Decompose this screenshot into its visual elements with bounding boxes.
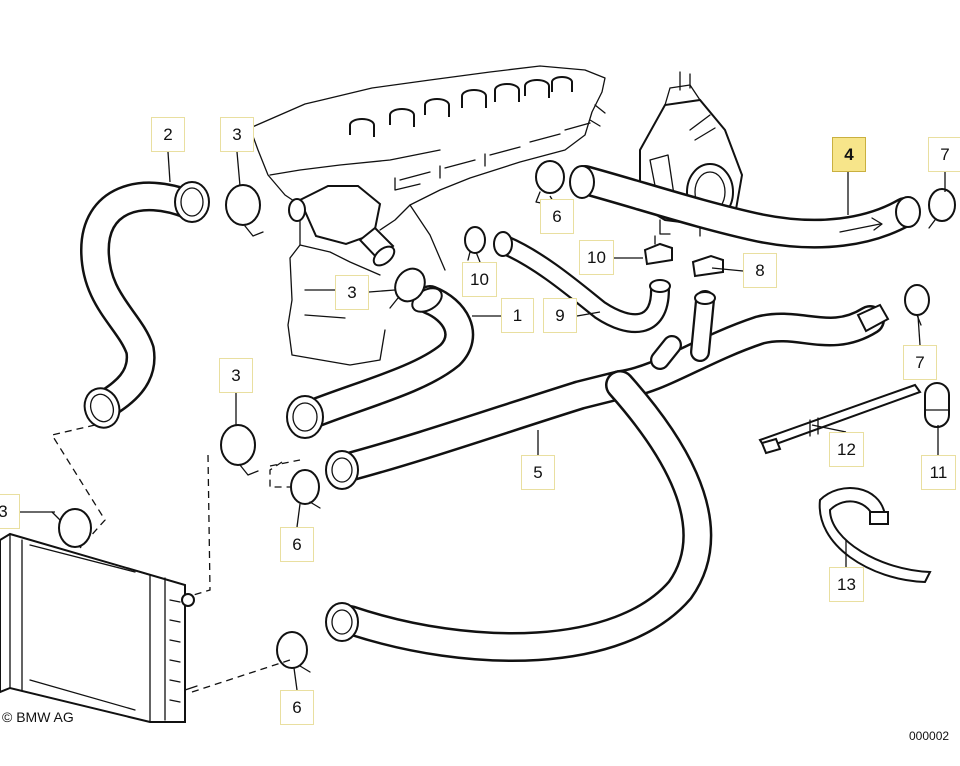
radiator	[0, 532, 198, 723]
callout-part-13[interactable]: 13	[829, 567, 864, 602]
hose-2	[80, 181, 210, 429]
clip-12	[758, 383, 922, 455]
callout-part-8[interactable]: 8	[743, 253, 777, 288]
callout-part-11[interactable]: 11	[921, 455, 956, 490]
callout-part-6[interactable]: 6	[540, 199, 574, 234]
clamp	[389, 267, 426, 309]
callout-part-6[interactable]: 6	[280, 690, 314, 725]
callout-part-5[interactable]: 5	[521, 455, 555, 490]
clamp	[643, 235, 673, 266]
clamp	[276, 631, 311, 673]
callout-part-9[interactable]: 9	[543, 298, 577, 333]
copyright-notice: © BMW AG	[2, 709, 74, 725]
callout-part-10[interactable]: 10	[579, 240, 614, 275]
callout-part-7[interactable]: 7	[928, 137, 960, 172]
clamp	[290, 469, 321, 509]
clamp	[904, 284, 930, 326]
hose-1	[286, 285, 475, 439]
hose-clamps	[51, 160, 956, 673]
leader-lines	[20, 151, 946, 691]
clamp-11	[924, 382, 950, 428]
callout-part-3[interactable]: 3	[0, 494, 20, 529]
callout-part-6[interactable]: 6	[280, 527, 314, 562]
callout-part-2[interactable]: 2	[151, 117, 185, 152]
callout-part-4-selected[interactable]: 4	[832, 137, 866, 172]
diagram-id: 000002	[909, 729, 950, 743]
callout-part-10[interactable]: 10	[462, 262, 497, 297]
cam-lobes	[349, 76, 573, 137]
hose-9	[493, 231, 671, 333]
engine-block	[249, 65, 606, 366]
dashed-lines	[50, 424, 301, 693]
callout-part-12[interactable]: 12	[829, 432, 864, 467]
callout-part-1[interactable]: 1	[501, 298, 534, 333]
clamp	[220, 424, 259, 476]
clamp	[464, 226, 486, 261]
callout-part-3[interactable]: 3	[335, 275, 369, 310]
callout-part-3[interactable]: 3	[220, 117, 254, 152]
callout-part-7[interactable]: 7	[903, 345, 937, 380]
clamp	[535, 160, 565, 205]
callout-part-3[interactable]: 3	[219, 358, 253, 393]
clamp	[51, 508, 92, 548]
hose-4	[569, 165, 921, 249]
clamp	[691, 254, 724, 278]
hose-5	[325, 290, 890, 662]
thermostat-housing	[288, 185, 396, 267]
strap-13	[818, 487, 932, 584]
clamp	[225, 184, 264, 237]
clamp	[928, 188, 956, 229]
